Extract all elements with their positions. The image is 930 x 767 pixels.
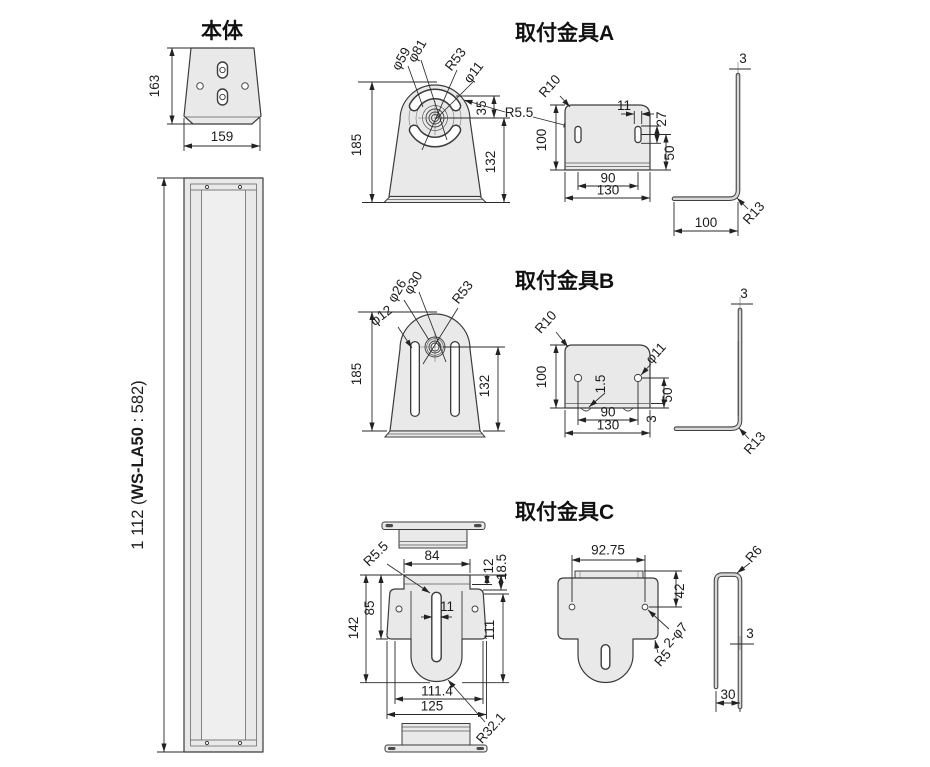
bracket-b-front-view: φ26 φ30 R53 φ12 185 132 bbox=[349, 269, 505, 438]
label-c-r6: R6 bbox=[742, 543, 765, 566]
dim-c-12: 12 bbox=[481, 558, 496, 573]
bracket-c-top-view bbox=[381, 521, 486, 549]
bracket-a-title: 取付金具A bbox=[515, 21, 614, 45]
dim-a-top-100: 100 bbox=[534, 129, 549, 152]
label-b-r10: R10 bbox=[532, 308, 560, 336]
dim-a-top-90: 90 bbox=[600, 171, 615, 186]
bracket-a-side-profile bbox=[671, 72, 741, 201]
label-c-r32-1: R32.1 bbox=[473, 710, 508, 747]
label-phi11: φ11 bbox=[461, 59, 487, 86]
bracket-c-wing-hole-right bbox=[471, 605, 479, 613]
body-screw bbox=[204, 740, 210, 746]
dim-b-top-50: 50 bbox=[660, 387, 675, 402]
label-phi30: φ30 bbox=[401, 269, 426, 297]
dim-b-side-3: 3 bbox=[740, 286, 748, 301]
dim-b-185: 185 bbox=[349, 363, 364, 386]
dim-c-11: 11 bbox=[440, 599, 454, 614]
dim-1112-ws-la50: 1 112 (WS-LA50 : 582) bbox=[129, 380, 147, 549]
dim-a-top-27: 27 bbox=[654, 111, 669, 126]
dim-c-142: 142 bbox=[346, 617, 361, 640]
dim-c-92-75: 92.75 bbox=[591, 543, 625, 558]
bracket-c-rear-hole-left bbox=[568, 603, 576, 611]
bracket-b-bottom-tab bbox=[622, 407, 634, 412]
bracket-b-hole-left bbox=[573, 373, 583, 383]
body-front-view: 1 112 (WS-LA50 : 582) bbox=[129, 177, 264, 753]
bracket-b-bottom-tab bbox=[580, 407, 592, 412]
dim-c-84: 84 bbox=[424, 548, 440, 563]
bracket-c-flange-slot bbox=[474, 524, 482, 528]
bracket-c-bottom-flange bbox=[384, 744, 488, 753]
body-title: 本体 bbox=[201, 20, 244, 43]
bracket-c-flange-slot bbox=[388, 747, 396, 750]
dim-c-18-5: 18.5 bbox=[494, 554, 509, 580]
bracket-a-side-view: 3 100 R13 bbox=[671, 51, 768, 236]
body-top-view: 本体 163 159 bbox=[147, 20, 262, 151]
bracket-c-flange-slot bbox=[476, 747, 484, 750]
dim-a-top-50: 50 bbox=[662, 145, 677, 160]
label-c-r5-5: R5.5 bbox=[360, 538, 391, 569]
label-phi81: φ81 bbox=[405, 37, 430, 65]
label-c-2-phi7: 2-φ7 bbox=[661, 619, 691, 650]
dim-a-185: 185 bbox=[349, 134, 364, 157]
dim-c-side-3: 3 bbox=[746, 626, 754, 641]
bracket-c-side-view: R6 3 30 bbox=[713, 543, 765, 712]
bracket-b-front-outline bbox=[389, 313, 481, 432]
dim-b-132: 132 bbox=[477, 375, 492, 398]
bracket-c-rear-view: 92.75 42 2-φ7 R5 bbox=[557, 543, 691, 684]
dim-a-132: 132 bbox=[483, 151, 498, 174]
bracket-c-rear-lip bbox=[574, 570, 644, 579]
dim-163: 163 bbox=[147, 75, 162, 98]
dim-c-side-30: 30 bbox=[720, 687, 735, 702]
label-b-r53: R53 bbox=[449, 278, 476, 307]
body-top-outline bbox=[183, 47, 262, 125]
bracket-c-front-view: R5.5 84 12 18.5 85 142 11 111 111.4 125 … bbox=[346, 538, 509, 746]
label-a-r10: R10 bbox=[536, 72, 564, 100]
bracket-c-rear-hole-right bbox=[641, 603, 649, 611]
dim-c-111-4: 111.4 bbox=[421, 684, 453, 699]
body-front-grille bbox=[201, 190, 246, 740]
dim-b-top-130: 130 bbox=[597, 418, 620, 433]
dim-a-side-3: 3 bbox=[739, 51, 747, 66]
body-top-screw-upper bbox=[219, 66, 226, 74]
dim-a-35: 35 bbox=[474, 100, 489, 115]
label-phi12: φ12 bbox=[367, 302, 395, 328]
bracket-c-title: 取付金具C bbox=[515, 500, 614, 524]
dim-b-top-100: 100 bbox=[534, 366, 549, 389]
dim-a-top-11: 11 bbox=[617, 98, 631, 113]
label-a-r5-5: R5.5 bbox=[505, 105, 534, 120]
bracket-c-top-flange bbox=[381, 521, 486, 530]
body-top-screw-lower bbox=[219, 93, 226, 101]
body-front-frame bbox=[190, 183, 257, 747]
bracket-a-top-view: R10 100 11 27 50 90 130 bbox=[534, 72, 677, 202]
label-r53: R53 bbox=[442, 45, 469, 74]
dim-c-42: 42 bbox=[672, 583, 687, 598]
dim-a-top-130: 130 bbox=[597, 183, 620, 198]
dim-a-side-100: 100 bbox=[695, 215, 718, 230]
dim-c-111: 111 bbox=[482, 620, 497, 641]
label-a-r13: R13 bbox=[740, 199, 768, 227]
dim-b-top-90: 90 bbox=[600, 405, 615, 420]
dim-b-top-3: 3 bbox=[644, 415, 659, 423]
bracket-b-side-profile bbox=[673, 307, 743, 431]
bracket-b-hole-right bbox=[633, 373, 643, 383]
body-screw bbox=[237, 740, 243, 746]
bracket-b-top-view: R10 100 φ11 1.5 50 3 90 130 bbox=[532, 308, 675, 438]
dim-159: 159 bbox=[211, 129, 234, 144]
bracket-c-rear-outline bbox=[557, 577, 659, 684]
body-top-hole-left bbox=[196, 82, 204, 90]
body-top-hole-right bbox=[241, 82, 249, 90]
bracket-c-wing-hole-left bbox=[395, 605, 403, 613]
bracket-c-bottom-view bbox=[384, 723, 488, 753]
bracket-b-title: 取付金具B bbox=[515, 269, 614, 293]
bracket-c-flange-slot bbox=[385, 524, 393, 528]
body-screw bbox=[204, 184, 210, 190]
dim-b-top-1-5: 1.5 bbox=[593, 375, 608, 394]
body-screw bbox=[237, 184, 243, 190]
dim-c-125: 125 bbox=[421, 699, 444, 714]
bracket-a-front-view: φ59 φ81 R53 φ11 185 35 132 R5.5 bbox=[349, 37, 573, 203]
bracket-b-side-view: 3 R13 bbox=[673, 286, 769, 457]
dim-c-85: 85 bbox=[362, 600, 377, 615]
label-b-r13: R13 bbox=[741, 429, 769, 457]
